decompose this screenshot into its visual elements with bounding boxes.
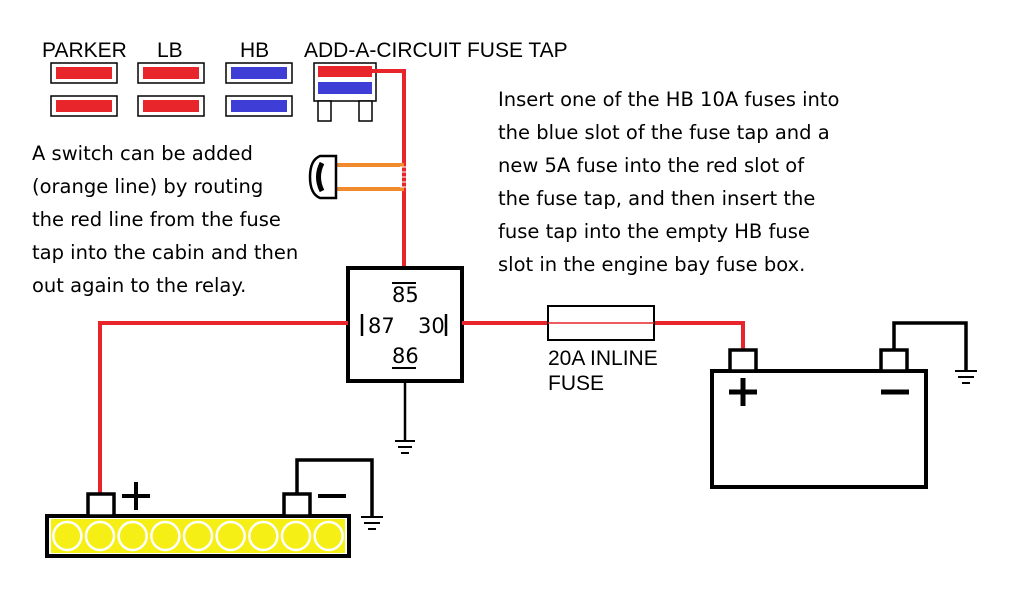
led-icon xyxy=(248,520,279,552)
switch-icon xyxy=(308,154,338,200)
wire-fuse-tap-to-relay xyxy=(372,69,406,268)
switch-note-line: tap into the cabin and then xyxy=(32,241,298,264)
battery xyxy=(710,348,928,489)
relay-pin-30: 30 xyxy=(418,314,445,338)
instruction-note-line: slot in the engine bay fuse box. xyxy=(498,253,805,276)
label-lb: LB xyxy=(157,39,183,62)
led-icon xyxy=(52,520,83,552)
led-icon xyxy=(280,520,312,552)
instruction-note-line: the blue slot of the fuse tap and a xyxy=(498,121,830,144)
relay-pin-87: 87 xyxy=(368,314,395,338)
label-fuse-tap: ADD-A-CIRCUIT FUSE TAP xyxy=(304,39,568,62)
instruction-note-line: Insert one of the HB 10A fuses into xyxy=(498,88,840,111)
lb-fuse-bottom xyxy=(137,95,205,117)
instruction-note-line: the fuse tap, and then insert the xyxy=(498,187,815,210)
switch-note-line: out again to the relay. xyxy=(32,274,246,297)
switch-note-line: the red line from the fuse xyxy=(32,208,281,231)
instruction-note: Insert one of the HB 10A fuses into the … xyxy=(498,88,840,276)
relay: 85 87 30 86 xyxy=(346,266,464,383)
light-bar xyxy=(45,492,351,558)
led-icon xyxy=(84,520,116,552)
led-icon xyxy=(182,520,214,552)
led-icon xyxy=(215,520,246,552)
label-hb: HB xyxy=(240,39,269,62)
inline-fuse-label: 20A INLINE xyxy=(548,347,658,370)
switch-wires xyxy=(335,163,408,191)
hb-fuse-top xyxy=(225,62,293,84)
led-icon xyxy=(313,520,344,552)
ground-icon xyxy=(395,381,415,454)
switch-note: A switch can be added (orange line) by r… xyxy=(32,142,298,297)
parker-fuse-top xyxy=(50,62,118,84)
wire-relay-to-lightbar xyxy=(98,321,348,494)
instruction-note-line: new 5A fuse into the red slot of xyxy=(498,154,805,177)
lb-fuse-top xyxy=(137,62,205,84)
label-parker: PARKER xyxy=(42,39,127,62)
inline-fuse-label: FUSE xyxy=(548,372,604,395)
led-icon xyxy=(117,520,148,552)
switch-note-line: A switch can be added xyxy=(32,142,253,165)
hb-fuse-bottom xyxy=(225,95,293,117)
instruction-note-line: fuse tap into the empty HB fuse xyxy=(498,220,810,243)
led-row xyxy=(51,519,345,553)
relay-pin-85: 85 xyxy=(392,283,419,307)
ground-icon xyxy=(955,370,977,384)
led-icon xyxy=(150,520,181,552)
lightbar-plus-icon xyxy=(122,482,150,510)
ground-icon xyxy=(361,516,383,530)
wire-lightbar-ground xyxy=(295,458,374,516)
switch-note-line: (orange line) by routing xyxy=(32,175,263,198)
relay-pin-86: 86 xyxy=(392,344,419,368)
parker-fuse-bottom xyxy=(50,95,118,117)
fuse-tap xyxy=(313,62,377,122)
inline-fuse xyxy=(547,305,655,341)
wire-fuse-to-battery xyxy=(654,321,745,350)
wire-battery-ground xyxy=(892,321,968,370)
